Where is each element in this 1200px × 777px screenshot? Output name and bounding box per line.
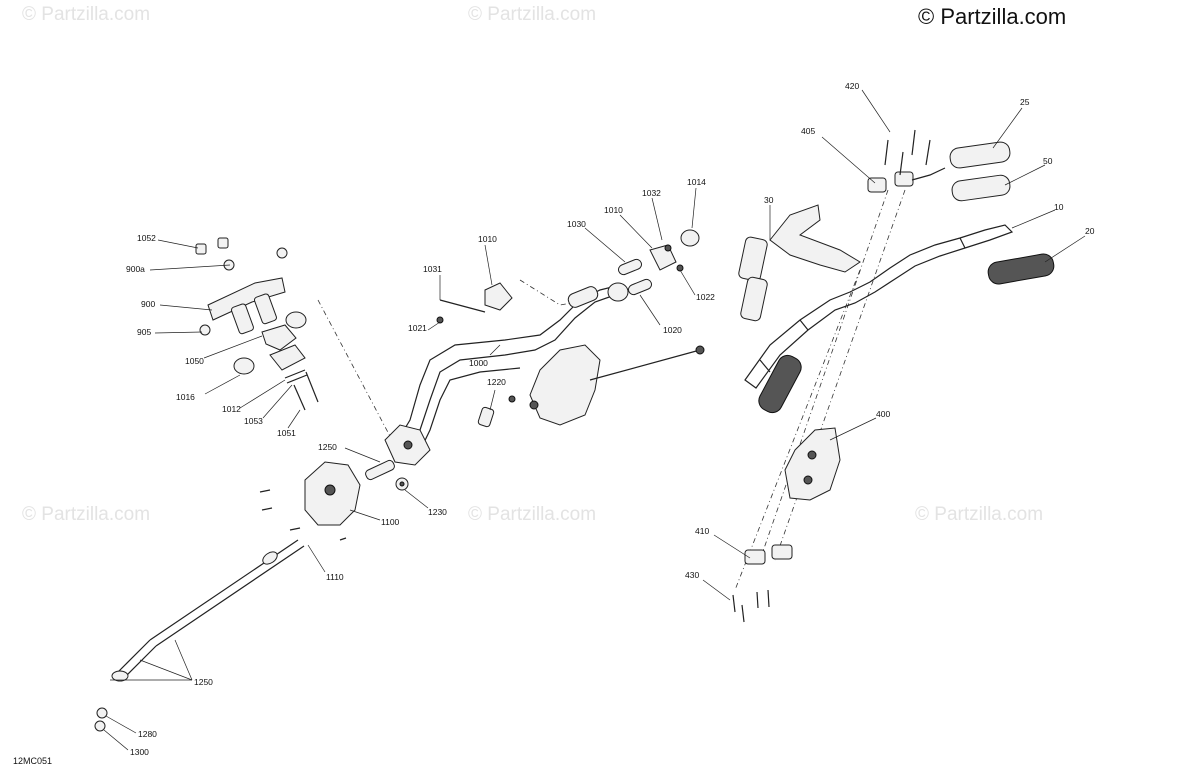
label-900a: 900a	[126, 264, 145, 274]
label-30: 30	[764, 195, 774, 205]
bolt-1220	[477, 395, 516, 428]
label-1030: 1030	[567, 219, 586, 229]
watermark-faint: © Partzilla.com	[22, 504, 150, 525]
handlebar-cover	[738, 204, 861, 322]
part-labels: 420 25 405 50 30 10 20 1014 1032 1010 10…	[126, 81, 1095, 757]
watermark-faint-group: © Partzilla.com © Partzilla.com © Partzi…	[22, 4, 1043, 525]
leader-lines	[103, 89, 1086, 751]
clamps	[744, 167, 946, 565]
handlebar	[744, 224, 1014, 389]
label-1021: 1021	[408, 323, 427, 333]
label-1032: 1032	[642, 188, 661, 198]
label-905: 905	[137, 327, 151, 337]
label-1220: 1220	[487, 377, 506, 387]
label-1012: 1012	[222, 404, 241, 414]
watermark-faint: © Partzilla.com	[468, 504, 596, 525]
label-1022: 1022	[696, 292, 715, 302]
watermark-faint: © Partzilla.com	[468, 4, 596, 25]
nut-1230	[395, 477, 409, 491]
label-1050: 1050	[185, 356, 204, 366]
label-25: 25	[1020, 97, 1030, 107]
bolts-430	[732, 589, 770, 623]
label-1031: 1031	[423, 264, 442, 274]
label-1010: 1010	[478, 234, 497, 244]
label-1110: 1110	[326, 572, 344, 582]
label-405: 405	[801, 126, 815, 136]
left-bracket-assembly	[195, 237, 319, 411]
label-1052: 1052	[137, 233, 156, 243]
label-1020: 1020	[663, 325, 682, 335]
label-1250: 1250	[318, 442, 337, 452]
label-1250: 1250	[194, 677, 213, 687]
label-420: 420	[845, 81, 859, 91]
label-400: 400	[876, 409, 890, 419]
watermark-faint: © Partzilla.com	[915, 504, 1043, 525]
nut-1280-washer-1300	[94, 707, 108, 732]
grips	[758, 141, 1055, 414]
label-10: 10	[1054, 202, 1064, 212]
label-20: 20	[1085, 226, 1095, 236]
label-1051: 1051	[277, 428, 296, 438]
label-430: 430	[685, 570, 699, 580]
label-1010: 1010	[604, 205, 623, 215]
diagram-code: 12MC051	[13, 756, 52, 766]
label-1100: 1100	[381, 517, 400, 527]
watermark-faint: © Partzilla.com	[22, 4, 150, 25]
label-50: 50	[1043, 156, 1053, 166]
label-410: 410	[695, 526, 709, 536]
label-1053: 1053	[244, 416, 263, 426]
label-1016: 1016	[176, 392, 195, 402]
steering-bracket-upper	[529, 344, 705, 426]
watermark-main: © Partzilla.com	[918, 4, 1066, 29]
label-1280: 1280	[138, 729, 157, 739]
steering-bushings	[436, 229, 700, 324]
steering-shaft	[111, 539, 305, 682]
bolts-420	[884, 129, 931, 176]
label-900: 900	[141, 299, 155, 309]
label-1000: 1000	[469, 358, 488, 368]
handlebar-riser	[784, 427, 841, 501]
label-1014: 1014	[687, 177, 706, 187]
label-1300: 1300	[130, 747, 149, 757]
label-1230: 1230	[428, 507, 447, 517]
steering-housing-lower	[259, 459, 395, 541]
